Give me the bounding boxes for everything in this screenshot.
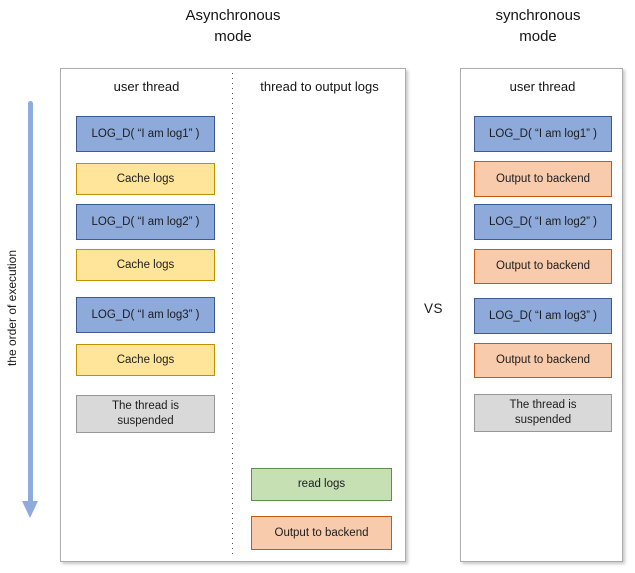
title-line: synchronous [495,7,581,24]
flow-box-cache: Cache logs [76,163,215,195]
arrow-shaft [28,101,33,502]
flow-box-backend: Output to backend [251,516,392,550]
flow-box-log: LOG_D( “I am log3” ) [474,298,612,334]
flow-box-backend: Output to backend [474,249,612,284]
flow-box-backend: Output to backend [474,161,612,197]
vs-label: VS [424,301,444,316]
execution-order-label: the order of execution [5,249,19,367]
flow-box-suspended: The thread is suspended [76,395,215,433]
title-asynchronous-mode: Asynchronous mode [133,5,333,47]
flow-box-backend: Output to backend [474,343,612,378]
column-header-output-thread: thread to output logs [260,79,379,94]
flow-box-log: LOG_D( “I am log1” ) [76,116,215,152]
flow-box-cache: Cache logs [76,344,215,376]
column-header-user-thread: user thread [509,79,576,94]
flow-box-suspended: The thread is suspended [474,394,612,432]
arrow-head-icon [22,501,38,518]
execution-order-arrow [22,101,39,519]
thread-divider-dotted-line [232,73,233,557]
column-header-user-thread: user thread [113,79,180,94]
flow-box-read: read logs [251,468,392,501]
title-line: mode [519,28,557,45]
synchronous-panel: user thread LOG_D( “I am log1” ) Output t… [460,68,623,562]
title-line: mode [214,28,252,45]
flow-box-cache: Cache logs [76,249,215,281]
flow-box-log: LOG_D( “I am log3” ) [76,297,215,333]
asynchronous-panel: user thread thread to output logs LOG_D(… [60,68,406,562]
title-synchronous-mode: synchronous mode [438,5,635,47]
flow-box-log: LOG_D( “I am log2” ) [474,204,612,240]
title-line: Asynchronous [185,7,281,24]
flow-box-log: LOG_D( “I am log2” ) [76,204,215,240]
flow-box-log: LOG_D( “I am log1” ) [474,116,612,152]
